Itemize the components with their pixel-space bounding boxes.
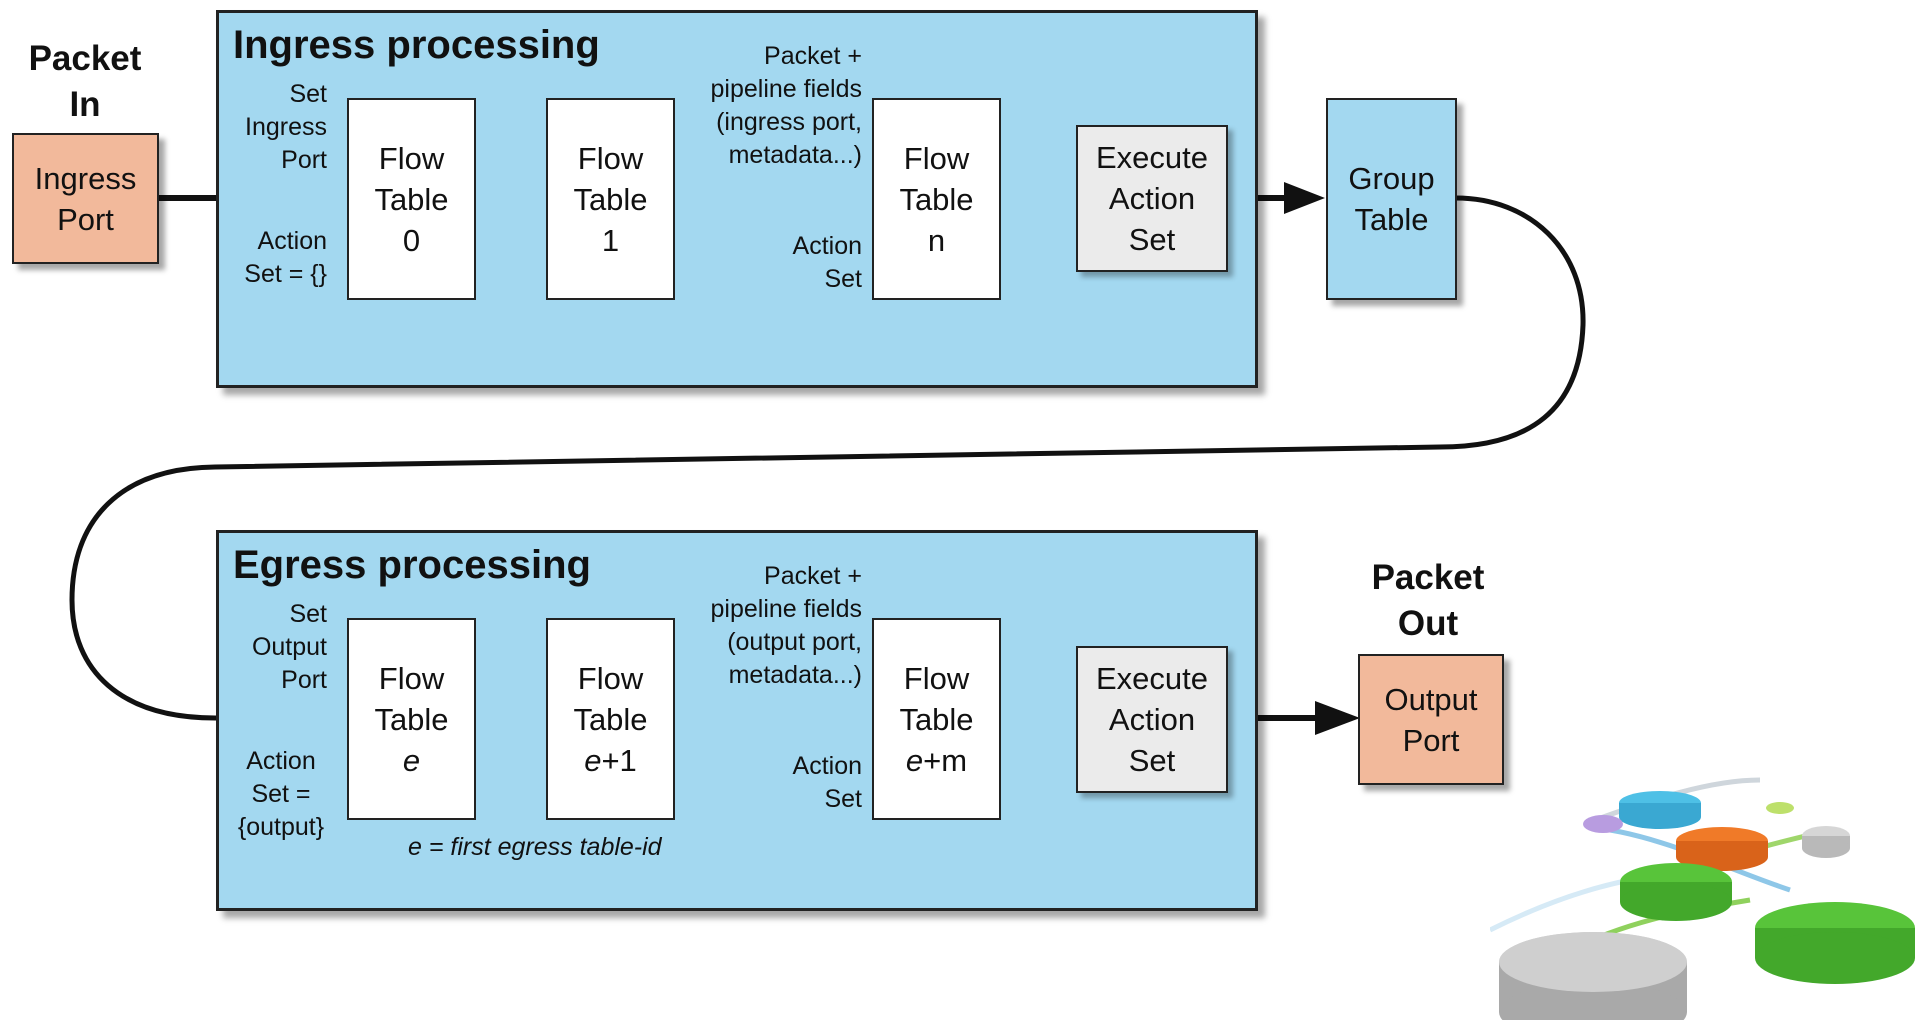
egress-processing-title: Egress processing xyxy=(233,543,591,587)
logo-node-green-small xyxy=(1766,802,1794,814)
ingress-set-port-label: Set Ingress Port xyxy=(245,80,327,174)
group-table-box: Group Table xyxy=(1326,98,1457,300)
flow-table-e-plus-m: Flow Table e+m xyxy=(872,618,1001,820)
flow-table-1: Flow Table 1 xyxy=(546,98,675,300)
output-port-box: Output Port xyxy=(1358,654,1504,785)
logo-node-purple xyxy=(1583,815,1623,833)
ingress-processing-title: Ingress processing xyxy=(233,23,600,67)
ingress-execute-action-set: Execute Action Set xyxy=(1076,125,1228,272)
packet-in-heading: Packet In xyxy=(28,39,142,124)
egress-set-port-label: Set Output Port xyxy=(251,600,327,694)
network-nodes-logo-icon xyxy=(1490,777,1915,1020)
loop-group-to-egress xyxy=(69,195,1586,721)
flow-table-n: Flow Table n xyxy=(872,98,1001,300)
ingress-action-set-mid-label: Action Set xyxy=(792,232,862,293)
egress-pipeline-fields-label: Packet + pipeline fields (output port, m… xyxy=(710,562,863,689)
egress-execute-action-set: Execute Action Set xyxy=(1076,646,1228,793)
arrowhead-output-port xyxy=(1315,701,1360,735)
flow-table-e-plus-1: Flow Table e+1 xyxy=(546,618,675,820)
ingress-port-box: Ingress Port xyxy=(12,133,159,264)
ingress-pipeline-fields-label: Packet + pipeline fields (ingress port, … xyxy=(710,42,863,169)
ingress-action-set-label: Action Set = {} xyxy=(244,227,327,288)
flow-table-e: Flow Table e xyxy=(347,618,476,820)
egress-table-id-note: e = first egress table-id xyxy=(408,833,662,861)
egress-action-set-mid-label: Action Set xyxy=(792,752,862,813)
egress-action-set-label: Action Set = {output} xyxy=(237,747,325,841)
packet-out-heading: Packet Out xyxy=(1371,558,1485,643)
arrowhead-group-table xyxy=(1284,182,1325,214)
flow-table-0: Flow Table 0 xyxy=(347,98,476,300)
